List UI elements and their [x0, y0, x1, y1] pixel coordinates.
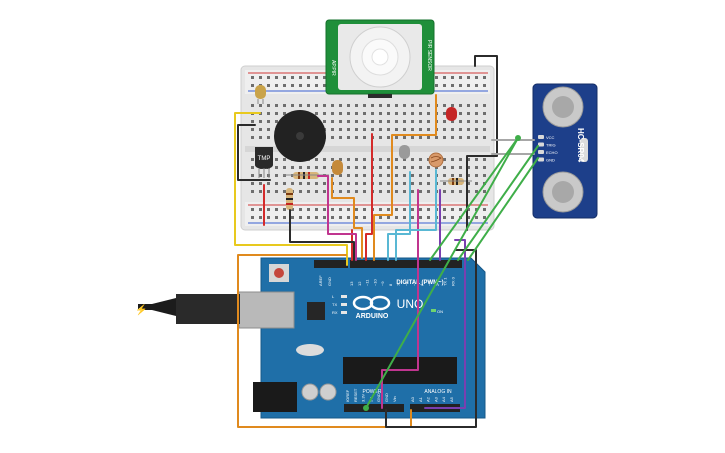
pin-label: ~10 — [372, 278, 377, 286]
power-label: POWER — [363, 389, 382, 395]
wire-junction — [515, 135, 521, 141]
ultrasonic-pin-label: GND — [546, 158, 555, 163]
wire-orange-top — [373, 94, 437, 261]
pin-label: 8 — [388, 283, 393, 286]
pin-label: A4 — [441, 396, 446, 402]
pir-sensor: AP.PIR PIR SENSOR — [325, 19, 435, 98]
resistor-3 — [440, 178, 472, 185]
pin-label: A0 — [410, 396, 415, 402]
wire-magenta-2 — [381, 189, 419, 409]
board-led-label: L — [332, 294, 335, 299]
usb-icon: ⚡ — [135, 303, 147, 316]
temperature-sensor: TMP — [255, 147, 273, 178]
pin-label: IOREF — [345, 389, 350, 402]
photoresistor — [428, 152, 444, 168]
pin-label: AREF — [318, 275, 323, 286]
ultrasonic-model: HC-SR04 — [576, 128, 585, 163]
pin-label: ~6 — [404, 281, 409, 286]
gray-led — [399, 145, 410, 159]
pin-label: GND — [384, 393, 389, 402]
wire-green-4 — [467, 157, 539, 261]
pin-label: RESET — [353, 388, 358, 402]
pin-label: 12 — [357, 281, 362, 286]
pin-label: ~5 — [411, 281, 416, 286]
ultrasonic-pin-label: ECHO — [546, 150, 558, 155]
arduino-brand: ARDUINO — [356, 313, 389, 320]
wire-black-gnd — [289, 209, 355, 261]
pin-label: A2 — [426, 396, 431, 402]
board-led-label: RX — [332, 310, 338, 315]
wire-black-tmp — [237, 124, 271, 181]
wire-yellow — [234, 112, 348, 266]
pin-label: ~3 — [427, 281, 432, 286]
wire-red-2 — [365, 133, 373, 261]
pin-label: A5 — [449, 396, 454, 402]
ultrasonic-pin-label: VCC — [546, 135, 555, 140]
pin-label: ~11 — [365, 279, 370, 286]
wire-magenta-1 — [317, 175, 357, 261]
pin-label: 3.3V — [361, 393, 366, 402]
ultrasonic-sensor: HC-SR04 VCC TRIG ECHO GND — [532, 83, 598, 219]
wire-green-2 — [429, 137, 519, 261]
wire-orange-2 — [331, 177, 363, 259]
red-led — [446, 107, 457, 121]
wire-junction-2 — [363, 405, 369, 411]
pin-label: ~9 — [380, 281, 385, 286]
on-label: ON — [437, 309, 443, 314]
wire-cyan-2 — [395, 169, 437, 261]
wire-green-3 — [457, 145, 539, 261]
pin-label: Vin — [392, 396, 397, 402]
pir-left-label: AP.PIR — [330, 60, 336, 76]
arduino-uno: ⚡ ARDUINO UNO DIGITAL (PWM~) ANALOG IN P… — [135, 257, 486, 419]
pin-label: 4 — [419, 283, 424, 286]
piezo-buzzer — [274, 110, 326, 162]
wire-black-top — [466, 55, 498, 231]
pin-label: GND — [376, 393, 381, 402]
wires — [234, 55, 539, 428]
board-led-label: TX — [332, 302, 337, 307]
wire-cyan-1 — [387, 171, 411, 261]
analog-label: ANALOG IN — [424, 389, 452, 395]
pin-label: A1 — [418, 396, 423, 402]
pin-label: 2 — [435, 283, 440, 286]
pin-label: TX 1 — [443, 277, 448, 286]
pin-label: A3 — [433, 396, 438, 402]
wire-black-right — [385, 249, 477, 428]
digital-label: DIGITAL (PWM~) — [396, 280, 443, 286]
resistor-2 — [286, 188, 293, 210]
pir-right-label: PIR SENSOR — [426, 40, 432, 71]
pin-label: 7 — [396, 283, 401, 286]
tmp-label: TMP — [258, 156, 271, 162]
yellow-led — [255, 85, 266, 104]
ultrasonic-pin-label: TRIG — [546, 143, 556, 148]
arduino-model: UNO — [397, 297, 424, 311]
reset-button[interactable] — [274, 268, 284, 278]
wire-green-1 — [365, 137, 519, 409]
pin-label: GND — [327, 277, 332, 286]
orange-led — [332, 160, 343, 175]
pin-label: RX 0 — [450, 276, 455, 286]
wire-orange-main — [237, 254, 412, 428]
pin-label: 13 — [349, 281, 354, 286]
